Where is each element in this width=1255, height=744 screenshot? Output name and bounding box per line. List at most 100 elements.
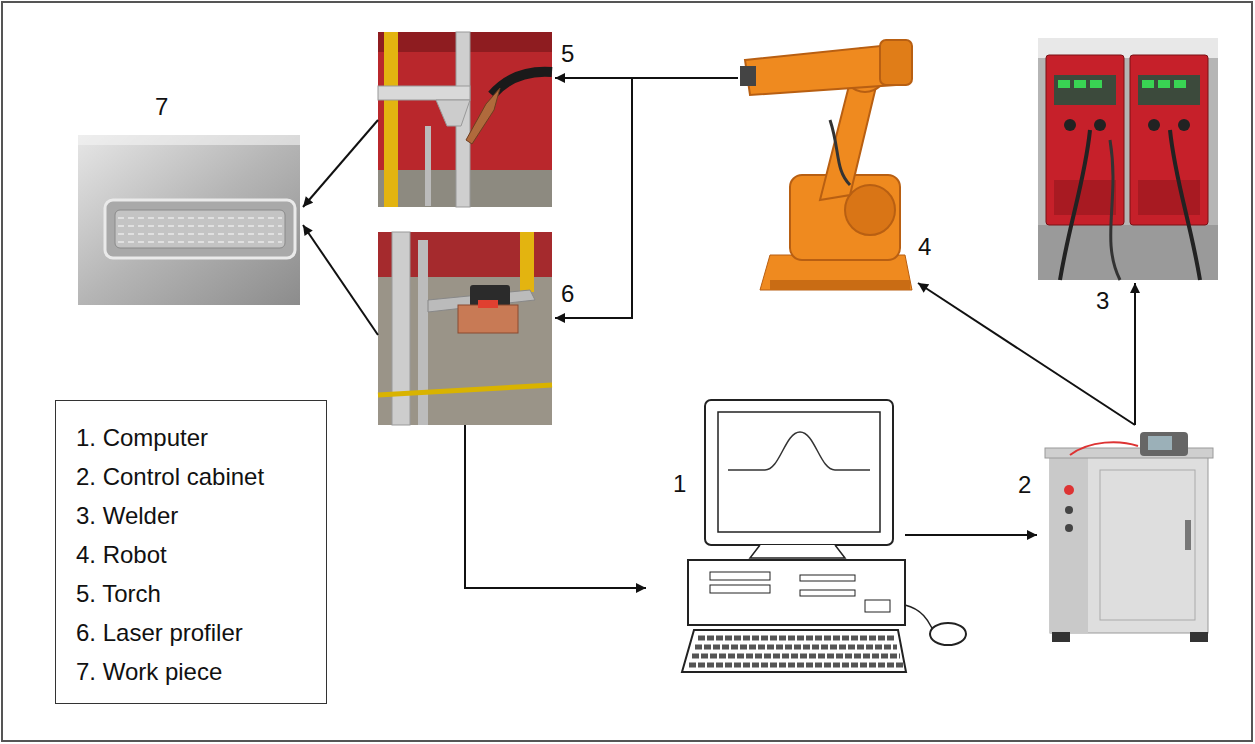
- computer-illustration: [682, 630, 906, 672]
- robot-illustration: [745, 45, 895, 95]
- workpiece-photo: [78, 135, 300, 145]
- callout-number: 6: [561, 282, 574, 306]
- robot-illustration: [770, 280, 910, 290]
- key-entry: 1. Computer: [76, 418, 306, 457]
- callout-number: 2: [1018, 473, 1031, 497]
- computer-illustration: [930, 623, 966, 645]
- workpiece-photo: [78, 135, 300, 305]
- computer-illustration: [688, 560, 905, 625]
- control-cabinet-node: 2: [1040, 425, 1215, 640]
- control-cabinet-illustration: [1148, 436, 1172, 450]
- welder-photo: [1148, 119, 1160, 131]
- computer-illustration: [728, 432, 870, 470]
- torch-photo: [378, 86, 470, 100]
- key-entry: 3. Welder: [76, 496, 306, 535]
- flow-arrow: [1134, 283, 1136, 425]
- computer-illustration: [705, 400, 893, 545]
- flow-arrow: [303, 120, 378, 207]
- callout-number: 1: [673, 472, 686, 496]
- robot-illustration: [880, 40, 912, 85]
- key-entry: 6. Laser profiler: [76, 613, 306, 652]
- control-cabinet-illustration: [1064, 485, 1074, 495]
- welder-photo: [1038, 38, 1218, 280]
- welder-photo: [1130, 55, 1208, 225]
- computer-illustration: [865, 600, 890, 612]
- callout-number: 5: [561, 42, 574, 66]
- key-box: 1. Computer2. Control cabinet3. Welder4.…: [55, 400, 327, 704]
- key-entry: 4. Robot: [76, 535, 306, 574]
- laser-profiler-node: 6: [378, 232, 552, 425]
- torch-node: 5: [378, 32, 552, 207]
- workpiece-photo: [118, 225, 282, 227]
- torch-photo: [436, 100, 470, 126]
- robot-illustration: [740, 66, 756, 86]
- welder-photo: [1060, 130, 1090, 280]
- workpiece-photo: [105, 200, 295, 258]
- computer-illustration: [692, 654, 900, 659]
- callout-number: 7: [155, 95, 168, 119]
- key-entry: 5. Torch: [76, 574, 306, 613]
- computer-illustration: [750, 545, 845, 558]
- control-cabinet-illustration: [1052, 632, 1070, 642]
- workpiece-node: 7: [78, 135, 300, 305]
- computer-illustration: [710, 585, 770, 593]
- welder-node: 3: [1038, 38, 1218, 280]
- welder-photo: [1064, 119, 1076, 131]
- torch-photo: [378, 32, 552, 207]
- welder-photo: [1054, 180, 1116, 215]
- welder-photo: [1138, 180, 1200, 215]
- laser-profiler-photo: [520, 232, 534, 292]
- computer-illustration: [695, 645, 897, 650]
- workpiece-photo: [118, 217, 282, 219]
- key-entry: 2. Control cabinet: [76, 457, 306, 496]
- computer-node: 1: [648, 400, 905, 672]
- torch-photo: [492, 72, 552, 95]
- computer-illustration: [718, 412, 880, 532]
- welder-photo: [1038, 38, 1218, 280]
- computer-illustration: [800, 590, 855, 596]
- laser-profiler-photo: [378, 232, 552, 425]
- torch-photo: [384, 32, 398, 207]
- control-cabinet-illustration: [1140, 432, 1188, 456]
- welder-photo: [1074, 80, 1086, 88]
- callout-number: 4: [918, 235, 931, 259]
- flow-arrow: [303, 225, 378, 335]
- flow-arrow: [918, 283, 1135, 425]
- control-cabinet-illustration: [1185, 520, 1191, 550]
- flow-arrow: [465, 425, 646, 588]
- workpiece-photo: [118, 233, 282, 235]
- welder-photo: [1110, 140, 1120, 280]
- welder-photo: [1058, 80, 1070, 88]
- welder-photo: [1174, 80, 1186, 88]
- control-cabinet-illustration: [1065, 506, 1073, 514]
- key-entry: 7. Work piece: [76, 652, 306, 691]
- torch-photo: [425, 126, 431, 206]
- welder-photo: [1090, 80, 1102, 88]
- robot-illustration: [830, 120, 850, 185]
- flow-arrow: [555, 78, 738, 318]
- welder-photo: [1178, 119, 1190, 131]
- workpiece-photo: [118, 241, 282, 243]
- control-cabinet-illustration: [1190, 632, 1208, 642]
- laser-profiler-photo: [378, 385, 552, 395]
- computer-illustration: [698, 636, 894, 641]
- workpiece-photo: [78, 135, 300, 305]
- control-cabinet-illustration: [1045, 432, 1213, 642]
- robot-illustration: [740, 40, 912, 290]
- computer-illustration: [689, 663, 903, 668]
- laser-profiler-photo: [378, 232, 552, 425]
- welder-photo: [1094, 119, 1106, 131]
- flow-arrow: [905, 534, 1037, 536]
- welder-photo: [1170, 130, 1200, 280]
- welder-photo: [1142, 80, 1154, 88]
- welder-photo: [1054, 75, 1116, 105]
- laser-profiler-photo: [478, 300, 498, 308]
- control-cabinet-illustration: [1065, 524, 1073, 532]
- robot-node: 4: [738, 32, 915, 290]
- computer-illustration: [905, 605, 933, 630]
- laser-profiler-photo: [470, 285, 510, 307]
- workpiece-photo: [115, 210, 285, 248]
